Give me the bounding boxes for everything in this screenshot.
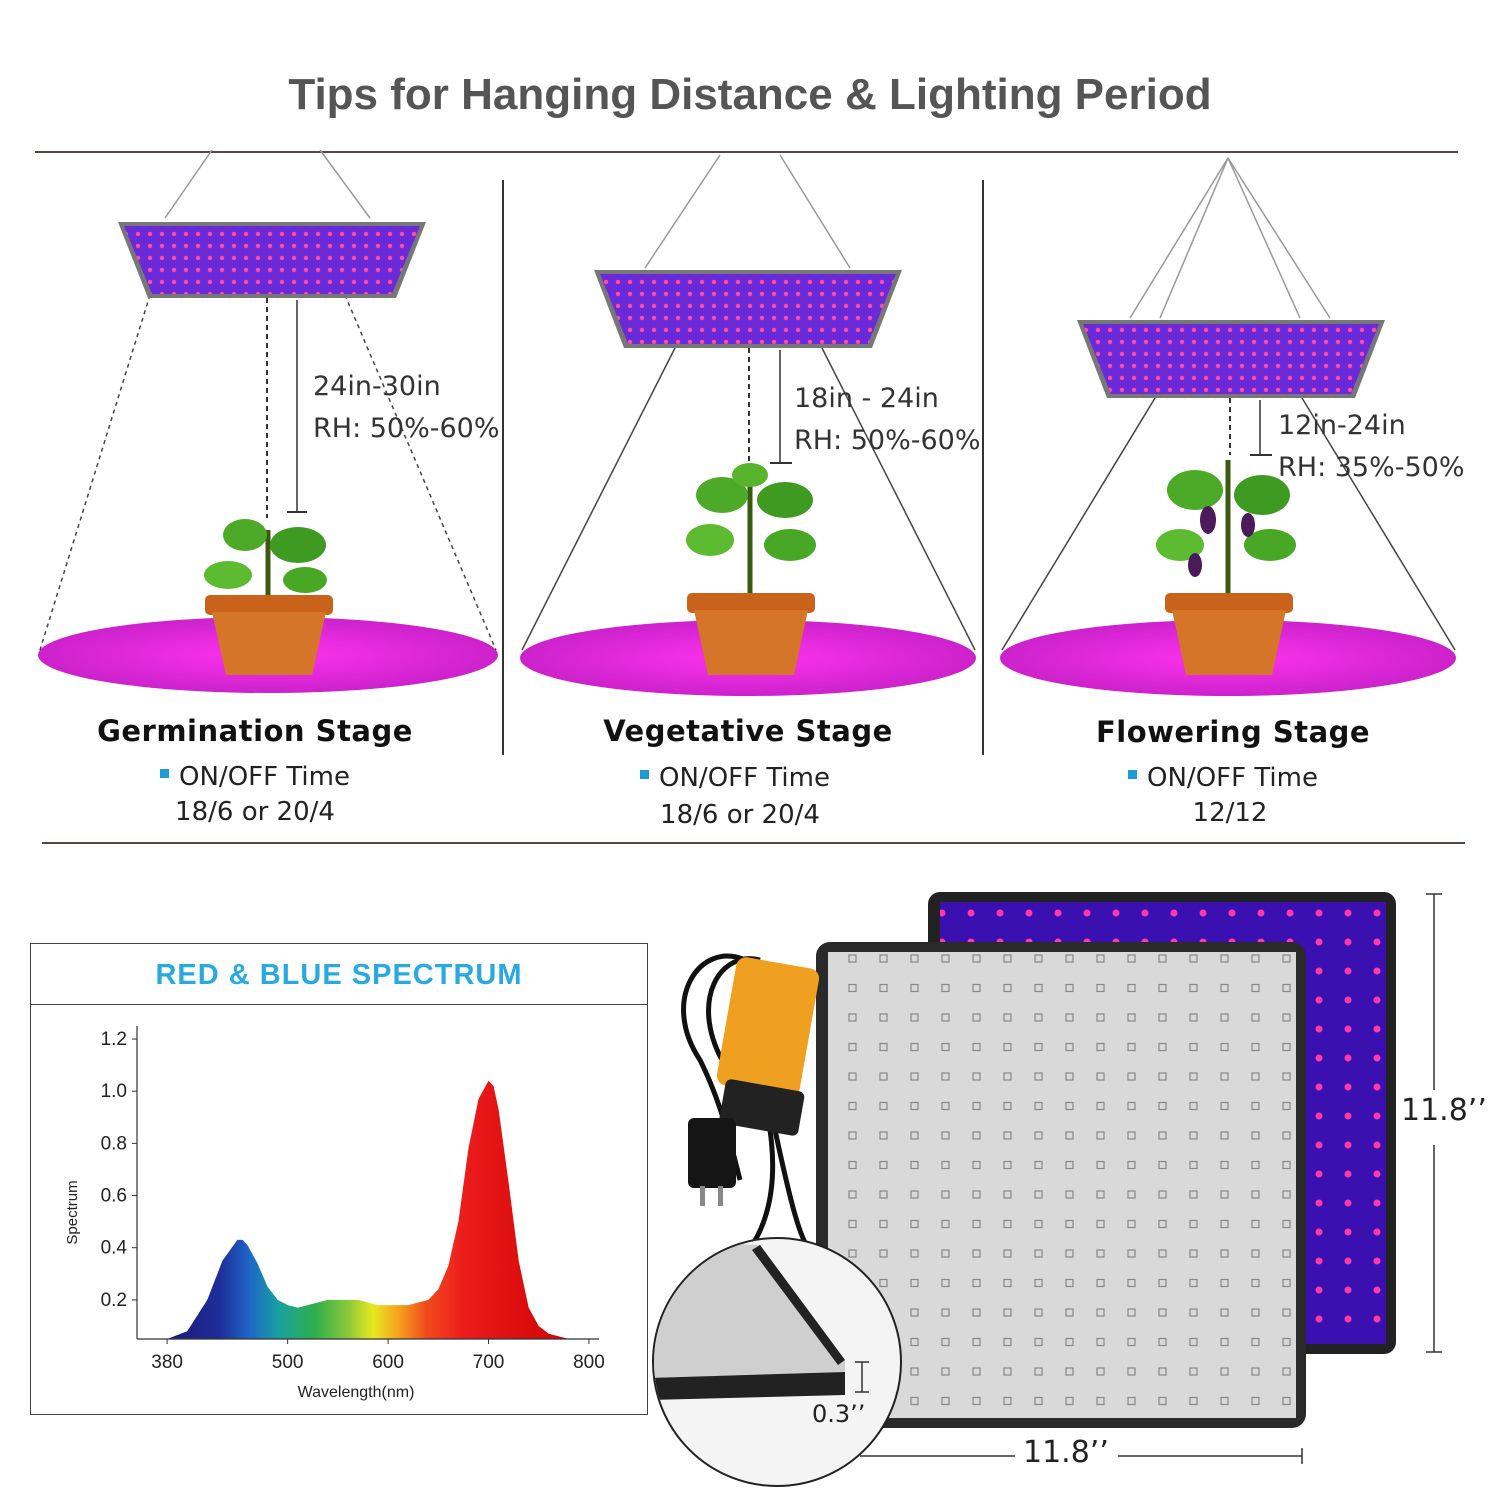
led-panel: [124, 226, 420, 294]
y-tick-label: 1.0: [101, 1081, 127, 1102]
stage-name: Vegetative Stage: [603, 714, 893, 748]
vegetative-lamp-group: [520, 154, 976, 696]
hanging-lights-illustration: [38, 150, 1456, 696]
onoff-value: 18/6 or 20/4: [660, 800, 820, 830]
y-tick-label: 0.8: [101, 1133, 127, 1154]
y-tick-label: 0.4: [101, 1238, 128, 1259]
flowering-distance-block: 12in-24in RH: 35%-50%: [1278, 405, 1465, 489]
product-illustration: [652, 892, 1442, 1487]
y-tick-label: 0.2: [101, 1290, 127, 1311]
y-axis-label: Spectrum: [64, 1180, 81, 1244]
y-tick-label: 0.6: [101, 1186, 127, 1207]
flower-pot: [1165, 593, 1293, 675]
hanging-distance: 12in-24in: [1278, 410, 1406, 441]
stage-separator: [502, 180, 504, 755]
onoff-value: 18/6 or 20/4: [175, 797, 335, 827]
led-panel: [1083, 324, 1379, 394]
germination-distance-block: 24in-30in RH: 50%-60%: [313, 366, 500, 450]
hanging-distance: 18in - 24in: [794, 383, 939, 414]
fruiting-plant: [1156, 460, 1296, 595]
x-axis-label: Wavelength(nm): [298, 1384, 415, 1401]
spectrum-chart: 0.2 0.4 0.6 0.8 1.0 1.2 380 500 600 700 800Wavelen…: [64, 1026, 605, 1401]
stage-name: Germination Stage: [97, 714, 413, 748]
width-dimension: 11.8’’: [1023, 1435, 1109, 1470]
bullet-icon: [160, 769, 170, 778]
spectrum-area: [167, 1080, 579, 1339]
flower-pot: [205, 595, 333, 675]
flowering-lamp-group: [1000, 157, 1456, 696]
bullet-icon: [1128, 770, 1138, 779]
onoff-label: ON/OFF Time: [25, 762, 485, 792]
spectrum-panel: RED & BLUE SPECTRUM 0.2 0.4 0.6 0.8 1.0 1.2 38…: [30, 943, 648, 1415]
top-divider: [35, 151, 1458, 153]
x-tick-label: 380: [151, 1352, 183, 1373]
onoff-label: ON/OFF Time: [505, 763, 965, 793]
humidity-range: RH: 50%-60%: [313, 413, 500, 444]
y-tick-label: 1.2: [101, 1029, 127, 1050]
page-title: Tips for Hanging Distance & Lighting Per…: [288, 70, 1212, 119]
hanging-distance: 24in-30in: [313, 371, 441, 402]
onoff-value: 12/12: [1192, 798, 1268, 828]
stage-name: Flowering Stage: [1095, 715, 1371, 749]
led-panel: [600, 274, 896, 344]
x-tick-label: 600: [372, 1352, 404, 1373]
flower-pot: [687, 593, 815, 675]
humidity-range: RH: 50%-60%: [794, 425, 981, 456]
germination-lamp-group: [38, 150, 498, 693]
spectrum-heading: RED & BLUE SPECTRUM: [31, 944, 647, 1005]
power-plug: [688, 1118, 736, 1206]
x-tick-label: 800: [573, 1352, 605, 1373]
humidity-range: RH: 35%-50%: [1278, 452, 1465, 483]
young-plant: [686, 463, 816, 595]
power-driver: [716, 957, 820, 1136]
thickness-detail-magnifier: [652, 1237, 902, 1487]
bullet-icon: [640, 770, 650, 779]
onoff-label: ON/OFF Time: [993, 763, 1453, 793]
stage-separator: [982, 180, 984, 755]
middle-divider: [42, 842, 1465, 844]
height-dimension: 11.8’’: [1401, 1093, 1487, 1128]
thickness-dimension: 0.3’’: [812, 1400, 866, 1428]
x-tick-label: 500: [272, 1352, 304, 1373]
seedling-plant: [204, 519, 327, 595]
x-tick-label: 700: [473, 1352, 505, 1373]
vegetative-distance-block: 18in - 24in RH: 50%-60%: [794, 378, 981, 462]
